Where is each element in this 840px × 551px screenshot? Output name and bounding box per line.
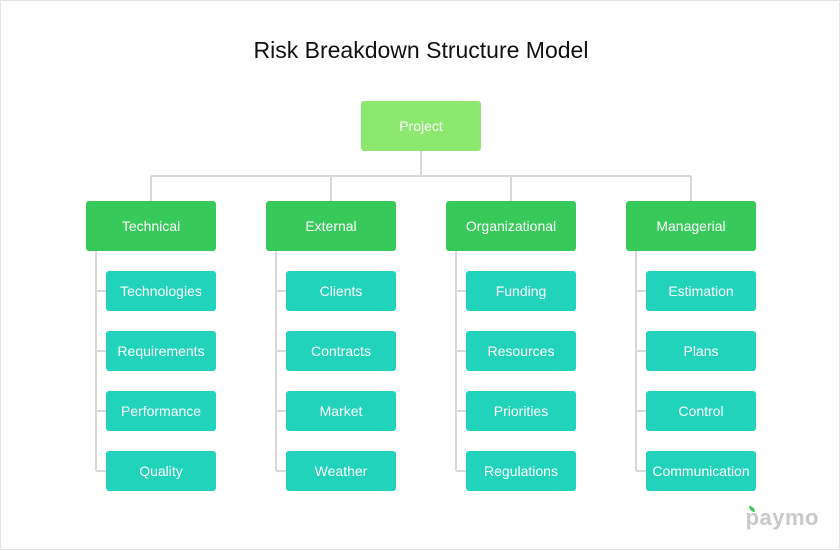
- leaf-node-control: Control: [646, 391, 756, 431]
- category-node-managerial: Managerial: [626, 201, 756, 251]
- leaf-node-funding: Funding: [466, 271, 576, 311]
- leaf-node-contracts: Contracts: [286, 331, 396, 371]
- leaf-node-market: Market: [286, 391, 396, 431]
- leaf-node-weather: Weather: [286, 451, 396, 491]
- category-node-technical: Technical: [86, 201, 216, 251]
- logo-text: paymo: [745, 505, 819, 530]
- leaf-node-performance: Performance: [106, 391, 216, 431]
- root-node-project: Project: [361, 101, 481, 151]
- leaf-node-clients: Clients: [286, 271, 396, 311]
- leaf-node-priorities: Priorities: [466, 391, 576, 431]
- paymo-logo: paymo: [746, 505, 819, 531]
- leaf-node-regulations: Regulations: [466, 451, 576, 491]
- leaf-node-plans: Plans: [646, 331, 756, 371]
- logo-leaf-icon: [748, 506, 755, 512]
- leaf-node-communication: Communication: [646, 451, 756, 491]
- leaf-node-requirements: Requirements: [106, 331, 216, 371]
- leaf-node-technologies: Technologies: [106, 271, 216, 311]
- leaf-node-estimation: Estimation: [646, 271, 756, 311]
- leaf-node-resources: Resources: [466, 331, 576, 371]
- leaf-node-quality: Quality: [106, 451, 216, 491]
- category-node-external: External: [266, 201, 396, 251]
- category-node-organizational: Organizational: [446, 201, 576, 251]
- diagram-title: Risk Breakdown Structure Model: [253, 37, 589, 63]
